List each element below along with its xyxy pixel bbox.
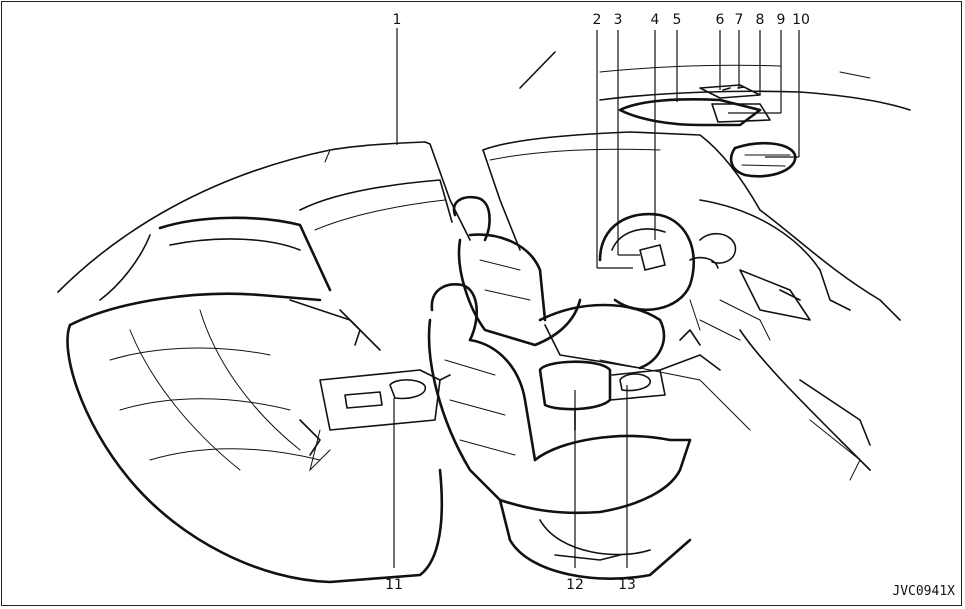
center-console bbox=[540, 330, 720, 430]
front-left-seat bbox=[429, 284, 690, 578]
overhead-console bbox=[620, 85, 795, 176]
dashboard bbox=[600, 200, 850, 340]
rear-seat bbox=[68, 218, 451, 582]
figure-code: JVC0941X bbox=[892, 584, 955, 599]
callout-8: 8 bbox=[756, 12, 765, 28]
callout-12: 12 bbox=[566, 577, 584, 593]
callout-9: 9 bbox=[777, 12, 786, 28]
callout-4: 4 bbox=[651, 12, 660, 28]
callout-11: 11 bbox=[385, 577, 403, 593]
callout-7: 7 bbox=[735, 12, 744, 28]
front-right-seat bbox=[454, 197, 664, 368]
callout-10: 10 bbox=[792, 12, 810, 28]
leader-lines bbox=[394, 28, 799, 568]
callout-3: 3 bbox=[614, 12, 623, 28]
callout-5: 5 bbox=[673, 12, 682, 28]
callout-2: 2 bbox=[593, 12, 602, 28]
car-body-outline bbox=[58, 52, 910, 480]
callout-1: 1 bbox=[393, 12, 402, 28]
callout-13: 13 bbox=[618, 577, 636, 593]
callout-6: 6 bbox=[716, 12, 725, 28]
